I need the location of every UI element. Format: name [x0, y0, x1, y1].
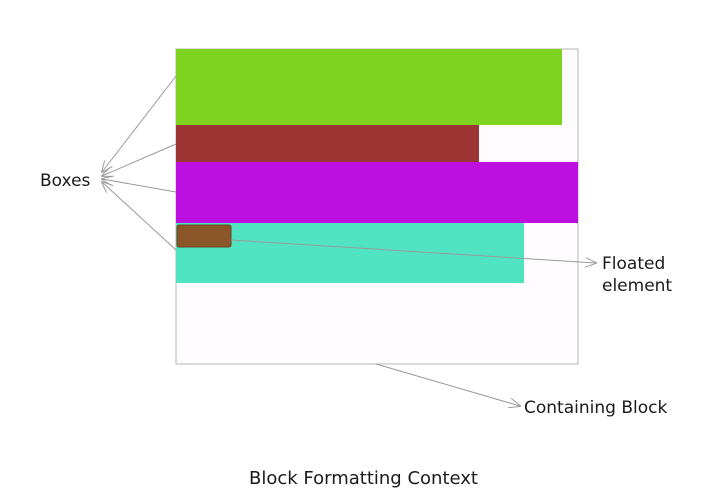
arrow-floated-element: [230, 239, 596, 263]
boxes-label: Boxes: [40, 171, 91, 191]
floated-element-label-line1: Floated: [602, 254, 665, 274]
box-magenta: [176, 162, 578, 223]
diagram-caption: Block Formatting Context: [249, 468, 478, 489]
floated-element-label-line2: element: [602, 276, 672, 296]
box-green: [176, 49, 562, 125]
box-turquoise: [176, 223, 524, 283]
arrow-containing-block: [375, 363, 520, 406]
containing-block-label: Containing Block: [524, 398, 667, 418]
floated-element: [176, 224, 232, 248]
arrow-boxes-darkred: [102, 143, 177, 176]
arrow-boxes-floated: [102, 182, 177, 251]
arrow-boxes-magenta: [102, 179, 177, 193]
box-darkred: [176, 125, 479, 162]
arrow-boxes-green: [102, 75, 177, 172]
